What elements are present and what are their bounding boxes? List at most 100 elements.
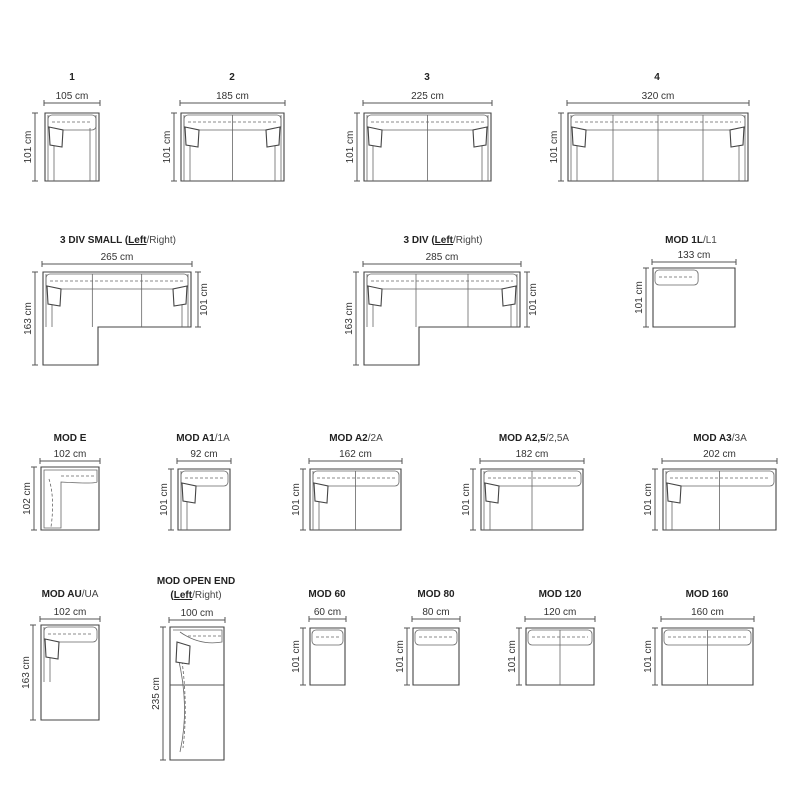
pillow bbox=[265, 126, 281, 148]
pillow bbox=[44, 638, 60, 660]
width-label: 92 cm bbox=[190, 449, 217, 460]
width-label: 105 cm bbox=[56, 91, 89, 102]
title-part: MOD 60 bbox=[308, 589, 346, 600]
width-label: 100 cm bbox=[181, 608, 214, 619]
width-label: 160 cm bbox=[691, 607, 724, 618]
title-part: MOD 120 bbox=[539, 589, 582, 600]
height-label: 101 cm bbox=[395, 640, 406, 673]
module-1: 1 105 cm 101 cm bbox=[23, 72, 101, 182]
module-title: 3 bbox=[424, 72, 430, 83]
pillow bbox=[175, 641, 191, 665]
title-part: MOD E bbox=[54, 433, 87, 444]
width-label: 120 cm bbox=[544, 607, 577, 618]
title-part: /Right) bbox=[453, 235, 482, 246]
module-title: MOD A2,5/2,5A bbox=[499, 433, 570, 444]
height-label: 101 cm bbox=[23, 131, 34, 164]
height-label: 163 cm bbox=[344, 302, 355, 335]
title-part: MOD A1 bbox=[176, 433, 215, 444]
pillow bbox=[666, 482, 682, 504]
pillow bbox=[729, 126, 745, 148]
module-title: MOD AU/UA bbox=[42, 589, 99, 600]
title-part: Left bbox=[128, 235, 147, 246]
width-label: 102 cm bbox=[54, 449, 87, 460]
module-subtitle: (Left/Right) bbox=[170, 590, 221, 601]
width-label: 60 cm bbox=[314, 607, 341, 618]
pillow bbox=[501, 285, 517, 307]
module-mod-60: MOD 60 60 cm 101 cm bbox=[291, 589, 347, 686]
title-part: /3A bbox=[732, 433, 747, 444]
module-title: 2 bbox=[229, 72, 235, 83]
height-label: 163 cm bbox=[23, 302, 34, 335]
pillow bbox=[571, 126, 587, 148]
title-part: 3 DIV SMALL ( bbox=[60, 235, 129, 246]
back-cushion bbox=[43, 469, 98, 529]
pillow bbox=[367, 285, 383, 307]
module-mod-160: MOD 160 160 cm 101 cm bbox=[643, 589, 755, 686]
sofa-outline bbox=[363, 271, 521, 366]
title-part: /UA bbox=[82, 589, 99, 600]
title-part: MOD AU bbox=[42, 589, 82, 600]
width-label: 265 cm bbox=[101, 252, 134, 263]
title-part: Left bbox=[435, 235, 454, 246]
module-title: MOD A1/1A bbox=[176, 433, 230, 444]
sofa-outline bbox=[309, 627, 346, 686]
sofa-outline bbox=[652, 267, 736, 328]
module-title: MOD 160 bbox=[686, 589, 729, 600]
title-part: 4 bbox=[654, 72, 660, 83]
height-label: 101 cm bbox=[162, 131, 173, 164]
back-cushion bbox=[414, 629, 458, 646]
height-label: 163 cm bbox=[21, 656, 32, 689]
pillow bbox=[172, 285, 188, 307]
pillow bbox=[46, 285, 62, 307]
sofa-outline bbox=[412, 627, 460, 686]
width-label: 202 cm bbox=[703, 449, 736, 460]
width-label: 185 cm bbox=[216, 91, 249, 102]
title-part: /2A bbox=[368, 433, 383, 444]
pillow bbox=[48, 126, 64, 148]
height-label: 101 cm bbox=[291, 640, 302, 673]
pillow bbox=[184, 126, 200, 148]
module-title: MOD 1L/L1 bbox=[665, 235, 717, 246]
title-part: /1A bbox=[215, 433, 230, 444]
sofa-outline bbox=[44, 112, 100, 182]
stitch-line bbox=[48, 478, 53, 528]
module-title: MOD E bbox=[54, 433, 87, 444]
title-part: /Right) bbox=[192, 590, 221, 601]
title-part: MOD 160 bbox=[686, 589, 729, 600]
height-label: 101 cm bbox=[528, 283, 539, 316]
height-label: 101 cm bbox=[159, 483, 170, 516]
title-part: 3 bbox=[424, 72, 430, 83]
module-title: 3 DIV (Left/Right) bbox=[404, 235, 483, 246]
width-label: 320 cm bbox=[642, 91, 675, 102]
title-part: 3 DIV ( bbox=[404, 235, 436, 246]
height-label: 101 cm bbox=[345, 131, 356, 164]
height-label: 102 cm bbox=[22, 482, 33, 515]
width-label: 80 cm bbox=[422, 607, 449, 618]
module-title: 1 bbox=[69, 72, 75, 83]
module-title: MOD 80 bbox=[417, 589, 455, 600]
height-label: 101 cm bbox=[507, 640, 518, 673]
height-label: 101 cm bbox=[634, 281, 645, 314]
width-label: 162 cm bbox=[339, 449, 372, 460]
title-part: /2,5A bbox=[546, 433, 570, 444]
back-cushion bbox=[311, 629, 344, 646]
module-title: MOD A3/3A bbox=[693, 433, 747, 444]
module-mod-80: MOD 80 80 cm 101 cm bbox=[395, 589, 461, 686]
height-label: 101 cm bbox=[643, 640, 654, 673]
height-label: 101 cm bbox=[199, 283, 210, 316]
pillow bbox=[181, 482, 197, 504]
module-2: 2 185 cm 101 cm bbox=[162, 72, 286, 182]
title-part: ( bbox=[170, 590, 174, 601]
module-title: 4 bbox=[654, 72, 660, 83]
title-part: Left bbox=[174, 590, 193, 601]
sofa-outline bbox=[177, 468, 231, 531]
